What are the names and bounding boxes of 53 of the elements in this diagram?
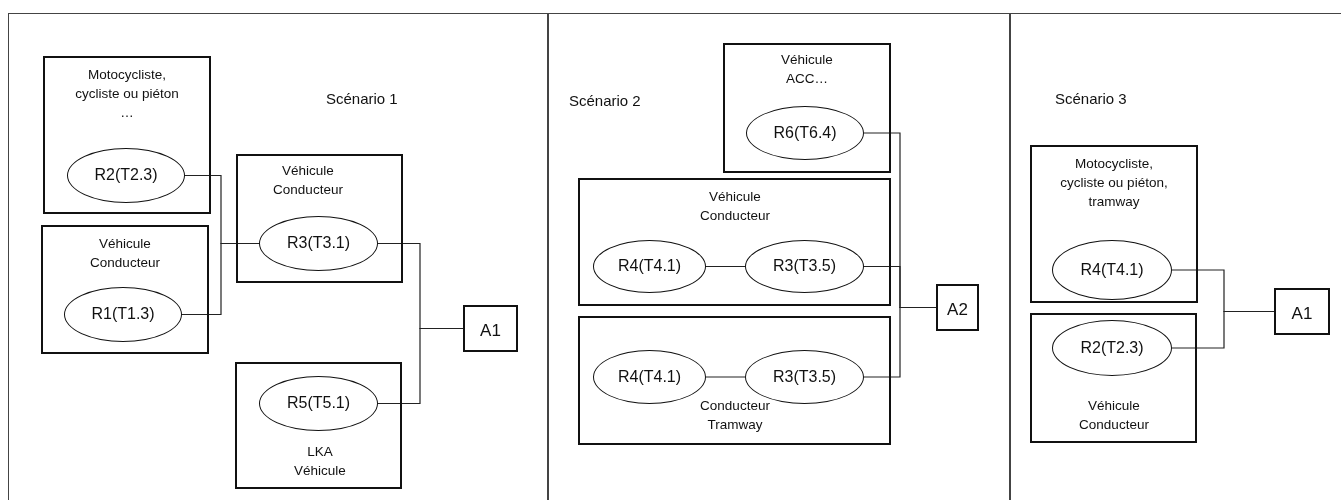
scenario-panel: [1010, 13, 1341, 500]
role-label: R2(T2.3): [94, 165, 158, 186]
actor-box: [236, 154, 403, 283]
role-ellipse: [259, 216, 378, 271]
actor-box: [936, 284, 979, 331]
box-label: LKA Véhicule: [293, 443, 347, 481]
connector-line: [1171, 310, 1275, 349]
role-label: R6(T6.4): [773, 122, 837, 143]
role-label: R1(T1.3): [91, 304, 155, 325]
panel-title: Scénario 3: [1055, 89, 1127, 109]
role-label: R2(T2.3): [1080, 337, 1144, 358]
connector-line: [705, 376, 746, 378]
actor-box: [578, 316, 891, 445]
actor-box: [235, 362, 402, 489]
role-label: R3(T3.1): [286, 233, 351, 254]
actor-box: [1274, 288, 1330, 335]
role-label: R5(T5.1): [286, 393, 351, 414]
box-label: Motocycliste, cycliste ou piéton …: [74, 66, 180, 122]
box-label: Véhicule Conducteur: [699, 188, 771, 225]
role-label: R4(T4.1): [617, 366, 682, 387]
scenario-panel: [8, 13, 548, 500]
box-label: Véhicule ACC…: [780, 51, 834, 88]
box-label: A2: [946, 299, 969, 321]
actor-box: [578, 178, 891, 306]
role-label: R4(T4.1): [1080, 259, 1144, 280]
role-ellipse: [67, 148, 185, 203]
actor-box: [41, 225, 209, 354]
connector-line: [377, 327, 464, 405]
box-label: A1: [1290, 303, 1314, 325]
connector-line: [705, 265, 746, 268]
role-ellipse: [593, 240, 706, 293]
actor-box: [1030, 145, 1198, 303]
role-label: R4(T4.1): [617, 256, 682, 277]
actor-box: [1030, 313, 1197, 443]
actor-box: [723, 43, 891, 173]
actor-box: [463, 305, 518, 352]
box-label: Véhicule Conducteur: [272, 162, 344, 199]
scenario-panel: [548, 13, 1010, 500]
box-label: Conducteur Tramway: [699, 397, 771, 435]
connector-line: [181, 242, 260, 316]
role-label: R3(T3.5): [772, 366, 837, 387]
box-label: Motocycliste, cycliste ou piéton, tramway: [1059, 155, 1169, 211]
role-ellipse: [259, 376, 378, 431]
box-label: A1: [479, 320, 502, 342]
box-label: Véhicule Conducteur: [89, 235, 161, 272]
actor-box: [43, 56, 211, 214]
role-ellipse: [64, 287, 182, 342]
box-label: Véhicule Conducteur: [1078, 397, 1150, 435]
role-label: R3(T3.5): [772, 256, 837, 277]
panel-title: Scénario 1: [326, 89, 398, 109]
panel-title: Scénario 2: [569, 91, 641, 111]
role-ellipse: [745, 240, 864, 293]
connector-line: [863, 306, 937, 378]
